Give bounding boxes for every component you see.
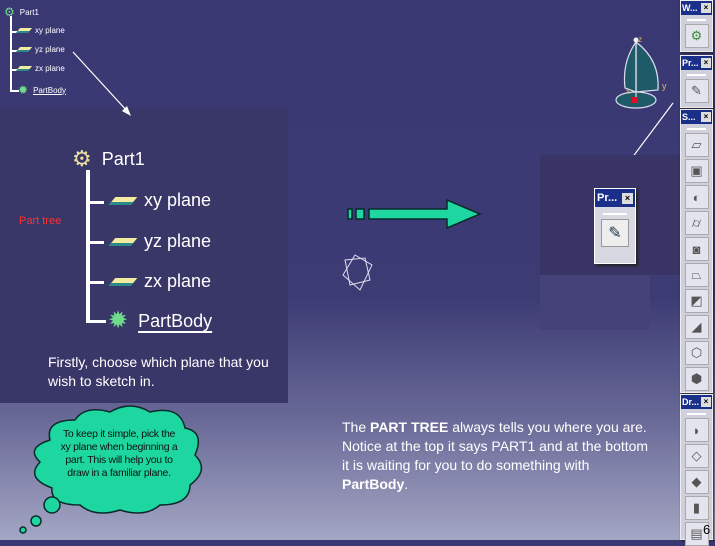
part-icon: ⚙ — [72, 146, 92, 171]
planes-icon — [342, 254, 373, 291]
profile-toolbar[interactable]: Pr...× ✎ — [680, 55, 713, 108]
zoomed-tree-panel: ⚙ Part1 xy plane yz plane zx plane ✹ PartB… — [0, 108, 288, 403]
page-number: 6 — [703, 522, 711, 537]
close-icon[interactable]: × — [622, 192, 633, 204]
close-icon[interactable]: × — [701, 3, 711, 13]
remove-loft-icon: ⬢ — [690, 371, 703, 386]
tree-item-label: zx plane — [144, 271, 212, 291]
tree-item-label: yz plane — [35, 45, 65, 54]
rib-icon: ⏢ — [691, 267, 702, 282]
tree-item-partbody[interactable]: ✹ PartBody — [108, 309, 212, 333]
caption: Firstly, choose which plane that you wis… — [48, 354, 269, 389]
dress-up-features-toolbar[interactable]: Dr...× ◗ ◇ ◆ ▮ ▤ — [680, 394, 713, 546]
tree-root-label: Part1 — [101, 148, 145, 169]
tree-item-zx[interactable]: zx plane — [108, 271, 212, 292]
bubble-text: To keep it simple, pick the xy plane whe… — [60, 428, 178, 479]
sketcher-button[interactable]: ✎ — [601, 219, 629, 247]
groove-icon: ⌭ — [691, 215, 702, 230]
thickness-icon: ▤ — [690, 526, 703, 541]
grip[interactable] — [687, 409, 706, 415]
popup-title: Pr... — [597, 192, 618, 204]
tree-item-label: PartBody — [33, 85, 66, 95]
sketch-pencil-icon: ✎ — [608, 225, 622, 242]
tree-root[interactable]: ⚙ Part1 — [4, 6, 39, 18]
thought-bubble — [19, 405, 203, 534]
groove-button[interactable]: ⌭ — [684, 211, 709, 235]
tree-item-xy[interactable]: xy plane — [15, 26, 65, 35]
axis-z-label: z — [638, 35, 642, 44]
tree-root[interactable]: ⚙ Part1 — [72, 148, 145, 170]
close-icon[interactable]: × — [701, 58, 711, 68]
fillet-button[interactable]: ◗ — [684, 418, 709, 442]
pad-button[interactable]: ▱ — [684, 133, 709, 157]
shaft-icon: ◐ — [692, 189, 701, 205]
green-arrow — [347, 198, 482, 230]
tree-item-yz[interactable]: yz plane — [108, 231, 212, 252]
pocket-icon: ▣ — [690, 163, 703, 178]
sketch-based-features-toolbar[interactable]: S... × ▱ ▣ ◐ ⌭ ◙ ⏢ ◩ ◢ ⬡ ⬢ — [680, 109, 713, 393]
draft-button[interactable]: ◆ — [684, 470, 709, 494]
toolbar-title: Pr... — [682, 58, 699, 68]
grip[interactable] — [687, 124, 706, 130]
partbody-icon: ✹ — [108, 307, 129, 334]
explanation-text: The PART TREE always tells you where you… — [342, 419, 649, 492]
shaft-button[interactable]: ◐ — [684, 185, 709, 209]
sketcher-toolbar-popup[interactable]: Pr... × ✎ — [594, 188, 636, 264]
loft-button[interactable]: ⬡ — [684, 341, 709, 365]
part-design-button[interactable]: ⚙ — [684, 24, 709, 48]
stiffener-button[interactable]: ◢ — [684, 315, 709, 339]
gear-icon: ⚙ — [690, 28, 703, 43]
fillet-icon: ◗ — [692, 422, 701, 438]
grip[interactable] — [687, 15, 706, 21]
toolbar-title: W... — [682, 3, 698, 13]
part-tree-label: Part tree — [19, 215, 62, 227]
slot-icon: ◩ — [690, 293, 703, 308]
tree-item-zx[interactable]: zx plane — [15, 64, 65, 73]
toolbar-title: S... — [682, 112, 696, 122]
grip[interactable] — [603, 209, 627, 215]
shell-icon: ▮ — [692, 500, 701, 515]
part-icon: ⚙ — [4, 5, 15, 19]
loft-icon: ⬡ — [690, 345, 703, 360]
sketch-pencil-icon: ✎ — [691, 83, 702, 98]
toolbar-title: Dr... — [682, 397, 700, 407]
axis-y-label: y — [662, 81, 667, 91]
workbench-toolbar[interactable]: W...× ⚙ — [680, 0, 713, 52]
rib-button[interactable]: ⏢ — [684, 263, 709, 287]
pointer-arrow-tree — [72, 51, 131, 116]
close-icon[interactable]: × — [701, 112, 711, 122]
pocket-button[interactable]: ▣ — [684, 159, 709, 183]
shell-button[interactable]: ▮ — [684, 496, 709, 520]
small-part-tree: ⚙ Part1 xy plane yz plane zx plane ✹ PartB… — [4, 4, 94, 99]
close-icon[interactable]: × — [701, 397, 711, 407]
tree-item-yz[interactable]: yz plane — [15, 45, 65, 54]
remove-loft-button[interactable]: ⬢ — [684, 367, 709, 391]
chamfer-button[interactable]: ◇ — [684, 444, 709, 468]
axis-x-label: x — [626, 87, 630, 96]
tree-item-partbody[interactable]: ✹ PartBody — [18, 84, 66, 96]
axis-compass-icon: z y x — [615, 35, 667, 109]
stiffener-icon: ◢ — [691, 319, 702, 334]
tree-item-label: PartBody — [138, 310, 213, 331]
partbody-icon: ✹ — [18, 83, 29, 97]
slot-button[interactable]: ◩ — [684, 289, 709, 313]
hole-button[interactable]: ◙ — [684, 237, 709, 261]
pad-icon: ▱ — [691, 137, 702, 152]
tree-item-label: yz plane — [144, 231, 212, 251]
chamfer-icon: ◇ — [691, 448, 702, 463]
tree-item-label: xy plane — [35, 26, 65, 35]
tree-item-label: xy plane — [144, 190, 212, 210]
tree-item-xy[interactable]: xy plane — [108, 190, 212, 211]
hole-icon: ◙ — [692, 241, 701, 257]
sketcher-button[interactable]: ✎ — [684, 79, 709, 103]
draft-icon: ◆ — [691, 474, 702, 489]
popup-shadow-region — [540, 275, 650, 330]
grip[interactable] — [687, 70, 706, 76]
tree-root-label: Part1 — [19, 7, 39, 17]
tree-item-label: zx plane — [35, 64, 65, 73]
